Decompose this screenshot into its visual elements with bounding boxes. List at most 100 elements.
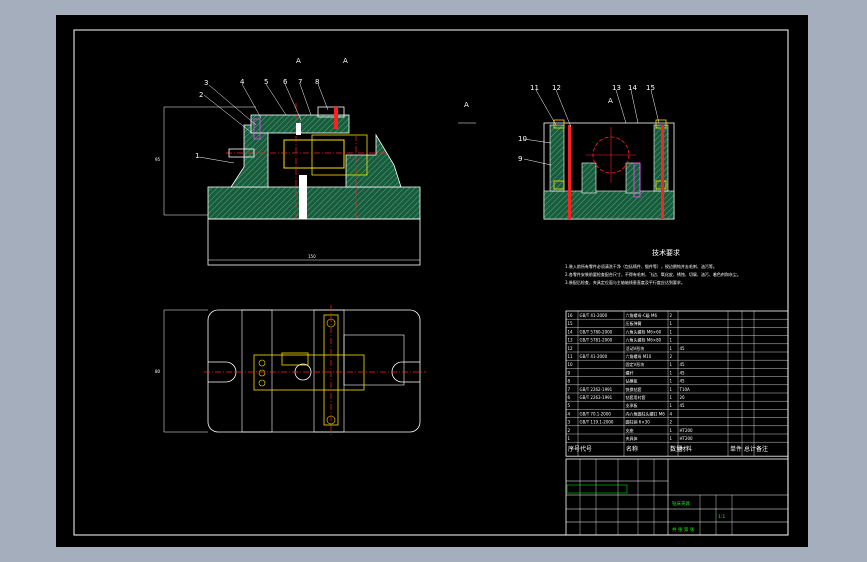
- bom-cell-name: 支座: [626, 427, 634, 433]
- part-label-11: 11: [530, 84, 539, 92]
- bom-cell-name: 快换钻套: [626, 386, 642, 392]
- bom-cell-name: 夹具体: [626, 435, 638, 441]
- bom-cell-code: GB/T 2262-1991: [580, 387, 613, 392]
- bom-cell-no: 13: [568, 338, 574, 343]
- bom-cell-qty: 2: [670, 354, 673, 359]
- part-label-8: 8: [315, 78, 319, 86]
- bom-cell-qty: 2: [670, 313, 673, 318]
- bom-cell-code: GB/T 70.1-2000: [580, 411, 612, 416]
- bom-cell-no: 11: [568, 354, 574, 359]
- part-label-1: 1: [195, 152, 199, 160]
- bom-cell-qty: 1: [670, 428, 673, 433]
- bom-row: 16 GB/T 41-2000 六角螺母-C级 M6 2: [566, 312, 788, 320]
- bom-cell-mat: 45: [680, 403, 686, 408]
- part-label-3: 3: [204, 79, 208, 87]
- bom-cell-no: 6: [568, 395, 571, 400]
- bom-cell-mat: HT200: [680, 428, 694, 433]
- bom-cell-code: GB/T 2263-1991: [580, 395, 613, 400]
- bom-cell-qty: 1: [670, 387, 673, 392]
- bom-cell-name: 支承板: [626, 402, 638, 408]
- bom-row: 3 GB/T 119.1-2000 圆柱销 6×30 2: [566, 419, 788, 426]
- part-label-6: 6: [283, 78, 288, 86]
- bom-cell-qty: 1: [670, 395, 673, 400]
- bom-header-qty: 数量: [670, 445, 682, 453]
- bom-header-name: 名称: [626, 445, 638, 453]
- bom-header-code: 代号: [580, 445, 592, 453]
- cad-drawing: A A 9 5 150: [73, 29, 789, 536]
- title-sheet: 共 张 第 张: [672, 526, 695, 533]
- title-drawing-name: 钻床夹具: [672, 500, 690, 507]
- bom-cell-qty: 4: [670, 411, 673, 416]
- bom-row: 11 GB/T 41-2000 六角螺母 M10 2: [566, 353, 788, 361]
- bom-cell-code: GB/T 5780-2000: [580, 329, 613, 334]
- bom-cell-qty: 1: [670, 370, 673, 375]
- section-mark-a-left: A: [296, 57, 301, 65]
- bom-cell-qty: 1: [670, 338, 673, 343]
- bom-cell-code: GB/T 41-2000: [580, 354, 608, 359]
- title-block: 钻床夹具 1:1 共 张 第 张 A: [565, 458, 789, 536]
- part-label-9: 9: [518, 155, 522, 163]
- part-label-10: 10: [518, 135, 527, 143]
- bom-cell-no: 15: [568, 321, 574, 326]
- bom-cell-no: 2: [568, 428, 571, 433]
- bom-row: 7 GB/T 2262-1991 快换钻套 1 T10A: [566, 386, 788, 394]
- bom-cell-qty: 2: [670, 420, 673, 425]
- bom-cell-qty: 1: [670, 362, 673, 367]
- part-label-14: 14: [628, 84, 637, 92]
- bom-cell-no: 5: [568, 403, 571, 408]
- drawing-sheet: A A 9 5 150: [56, 15, 808, 547]
- bom-cell-name: 内六角圆柱头螺钉 M6: [626, 410, 666, 416]
- bom-cell-code: GB/T 41-2000: [580, 313, 608, 318]
- bom-cell-name: 六角头螺栓 M6×80: [626, 337, 662, 343]
- side-view: A 11 12 13 14 15 10 9 A: [458, 84, 675, 220]
- bom-cell-no: 8: [568, 379, 571, 384]
- bom-cell-qty: 1: [670, 436, 673, 441]
- bom-cell-no: 7: [568, 387, 571, 392]
- bom-cell-no: 10: [568, 362, 574, 367]
- front-section-view: A A 95 150: [155, 57, 421, 266]
- drawing-frame: [73, 29, 789, 536]
- bom-row: 6 GB/T 2263-1991 钻套用衬套 1 20: [566, 394, 788, 402]
- title-scale: 1:1: [718, 514, 725, 520]
- bom-cell-no: 16: [568, 313, 574, 318]
- bom-cell-mat: 20: [680, 395, 686, 400]
- bom-cell-name: 活动V形块: [626, 345, 645, 351]
- bom-cell-no: 3: [568, 420, 571, 425]
- bom-cell-qty: 1: [670, 346, 673, 351]
- part-label-2: 2: [199, 91, 203, 99]
- bom-cell-mat: T10A: [679, 387, 691, 392]
- bom-cell-name: 钻套用衬套: [626, 394, 646, 400]
- tech-req-line-2: 2.各零件安装前要检查配合尺寸，不得有毛刺、飞边、氧化皮、锈蚀、切屑、油污、着色…: [565, 271, 741, 277]
- bom-cell-qty: 1: [670, 321, 673, 326]
- section-mark-a-right: A: [343, 57, 348, 65]
- bom-cell-mat: 45: [680, 362, 686, 367]
- bom-header-unit_wt: 单件: [730, 445, 742, 453]
- bom-cell-name: 六角螺母 M10: [626, 353, 652, 359]
- part-label-4: 4: [240, 78, 245, 86]
- bom-cell-name: 圆柱销 6×30: [626, 419, 651, 425]
- bom-cell-name: 六角螺母-C级 M6: [626, 312, 658, 318]
- bom-cell-no: 9: [568, 370, 571, 375]
- bom-cell-no: 12: [568, 346, 574, 351]
- part-label-7: 7: [298, 78, 302, 86]
- bom-cell-mat: 45: [680, 379, 686, 384]
- tech-req-line-3: 3.装配后检查，夹具定位面与主轴轴线垂直度及平行度应达到要求。: [565, 279, 685, 285]
- part-label-15: 15: [646, 84, 655, 92]
- bom-header-total_wt: 总计: [744, 445, 756, 453]
- bom-cell-code: GB/T 5781-2000: [580, 338, 613, 343]
- bom-cell-name: 压板弹簧: [626, 320, 642, 326]
- bom-cell-no: 1: [568, 436, 571, 441]
- bom-cell-no: 14: [568, 329, 574, 334]
- dim-width: 150: [308, 254, 316, 259]
- tech-req-line-1: 1.装入前所有零件必须清洗干净（包括铸件、锻件等），锐边倒钝并去毛刺、油污等。: [565, 263, 717, 269]
- bom-cell-name: 螺杆: [626, 369, 634, 375]
- bom-cell-name: 钻模板: [626, 378, 638, 384]
- bom-cell-code: GB/T 119.1-2000: [580, 420, 614, 425]
